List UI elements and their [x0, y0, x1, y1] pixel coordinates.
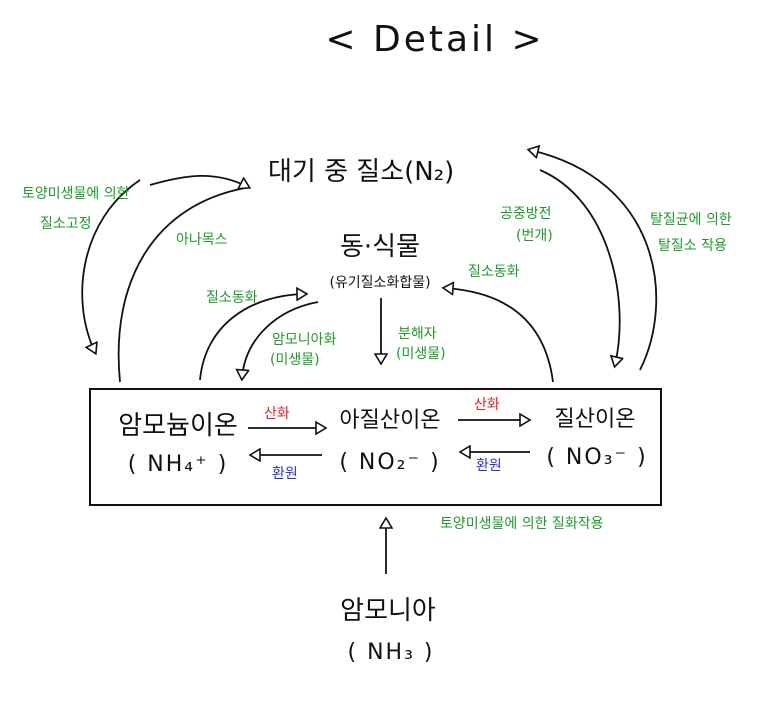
nitrogen-ions-box [89, 388, 662, 506]
fixation-arc-outer [81, 179, 141, 352]
reduction-note-2: 환원 [476, 458, 502, 474]
ammonification-note-line2: (미생물) [270, 352, 320, 368]
oxidation-note-1: 산화 [264, 406, 290, 422]
ammonium-formula-label: ( NH₄⁺ ) [127, 452, 229, 477]
ammonia-formula-label: ( NH₃ ) [347, 640, 435, 665]
denitrification-note-line2: 탈질소 작용 [658, 238, 727, 254]
denitrification-arc-outer [530, 150, 658, 371]
fixation-note-line2: 질소고정 [40, 216, 92, 232]
fixation-note-line1: 토양미생물에 의한 [22, 186, 130, 202]
lightning-arc [539, 169, 620, 365]
decomposer-note-line2: (미생물) [396, 346, 446, 362]
reduction-note-1: 환원 [272, 466, 298, 482]
ammonification-note-line1: 암모니아화 [272, 332, 337, 348]
nitrite-ion-label: 아질산이온 [339, 408, 441, 433]
ammonification-arrow [242, 301, 319, 378]
assimilation-right-arrow [445, 288, 554, 383]
lightning-note-line2: (번개) [516, 228, 553, 244]
lightning-note-line1: 공중방전 [500, 206, 552, 222]
ammonium-ion-label: 암모늄이온 [118, 411, 238, 441]
azotobacter-arrow [149, 174, 248, 187]
assimilation-left-arrow [199, 294, 305, 381]
atmospheric-nitrogen-label: 대기 중 질소(N₂) [268, 157, 455, 187]
nitrification-note: 토양미생물에 의한 질화작용 [440, 516, 604, 532]
azotobacter-note: 아나목스 [176, 232, 228, 248]
ammonia-label: 암모니아 [340, 596, 436, 626]
denitrification-note-line1: 탈질균에 의한 [650, 212, 732, 228]
oxidation-note-2: 산화 [474, 397, 500, 413]
nitrate-formula-label: ( NO₃⁻ ) [546, 445, 648, 470]
nitrate-ion-label: 질산이온 [554, 407, 636, 432]
assimilation-right-note: 질소동화 [468, 264, 520, 280]
plants-animals-label: 동·식물 [339, 232, 421, 262]
fixation-arc-inner [117, 187, 246, 383]
decomposer-note-line1: 분해자 [398, 326, 437, 342]
assimilation-left-note: 질소동화 [206, 290, 258, 306]
nitrite-formula-label: ( NO₂⁻ ) [339, 450, 441, 475]
page-title: < Detail > [325, 19, 545, 60]
organic-nitrogen-label: (유기질소화합물) [329, 275, 431, 291]
